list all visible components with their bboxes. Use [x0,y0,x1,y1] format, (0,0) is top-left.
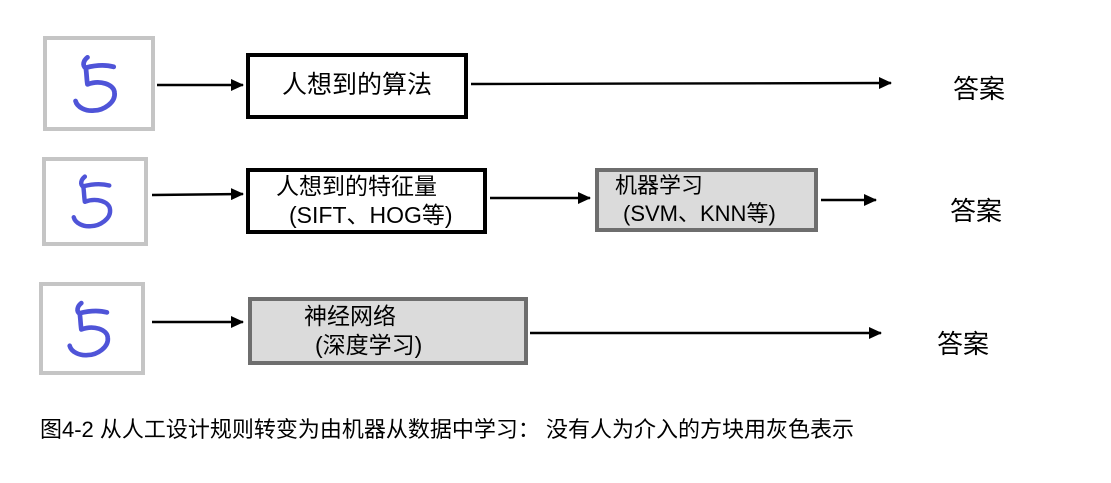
box-label: 人想到的算法 [281,71,432,100]
box-label: (深度学习) [315,332,423,358]
figure-caption: 图4-2 从人工设计规则转变为由机器从数据中学习： 没有人为介入的方块用灰色表示 [40,417,855,442]
answer-label-row1: 答案 [953,74,1006,104]
box-human-features: 人想到的特征量 (SIFT、HOG等) [246,168,487,234]
handwritten-5-icon [67,300,110,358]
box-label: 人想到的特征量 [276,172,437,199]
handwritten-5-icon [73,54,118,113]
box-label: 神经网络 [304,302,396,329]
arrow-input-to-features [151,188,244,201]
answer-label-row3: 答案 [937,329,990,359]
input-image-row3 [39,282,145,375]
box-label: 机器学习 [615,173,704,199]
box-machine-learning: 机器学习 (SVM、KNN等) [595,168,818,232]
box-neural-network: 神经网络 (深度学习) [248,297,528,365]
input-image-row2 [42,157,148,246]
box-label: (SVM、KNN等) [623,201,776,226]
arrow-algorithm-to-answer [470,77,892,90]
box-label: (SIFT、HOG等) [289,202,453,228]
box-human-algorithm: 人想到的算法 [246,53,468,119]
handwritten-5-icon [71,174,113,229]
input-image-row1 [43,36,155,131]
answer-label-row2: 答案 [950,196,1003,226]
